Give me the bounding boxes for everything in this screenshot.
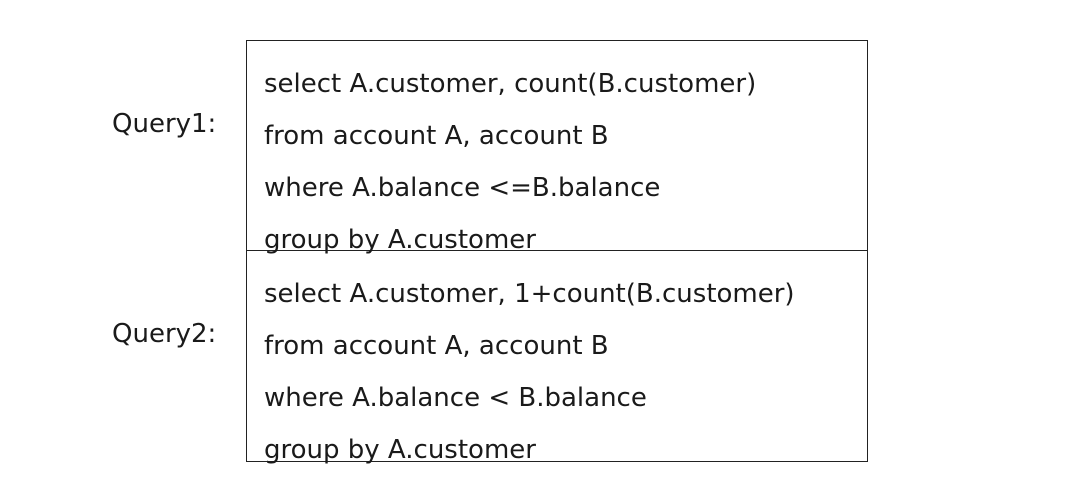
query2-where-line: where A.balance < B.balance xyxy=(264,383,647,413)
query2-groupby-line: group by A.customer xyxy=(264,435,536,465)
query1-from-line: from account A, account B xyxy=(264,121,609,151)
query1-groupby-line: group by A.customer xyxy=(264,225,536,255)
query2-sql-cell: select A.customer, 1+count(B.customer) f… xyxy=(247,251,867,465)
query2-label: Query2: xyxy=(112,319,217,349)
query-table: select A.customer, count(B.customer) fro… xyxy=(246,40,868,465)
query1-select-line: select A.customer, count(B.customer) xyxy=(264,69,757,99)
query1-label: Query1: xyxy=(112,109,217,139)
query2-select-line: select A.customer, 1+count(B.customer) xyxy=(264,279,795,309)
query2-from-line: from account A, account B xyxy=(264,331,609,361)
query1-where-line: where A.balance <=B.balance xyxy=(264,173,661,203)
query1-sql-cell: select A.customer, count(B.customer) fro… xyxy=(247,41,867,255)
